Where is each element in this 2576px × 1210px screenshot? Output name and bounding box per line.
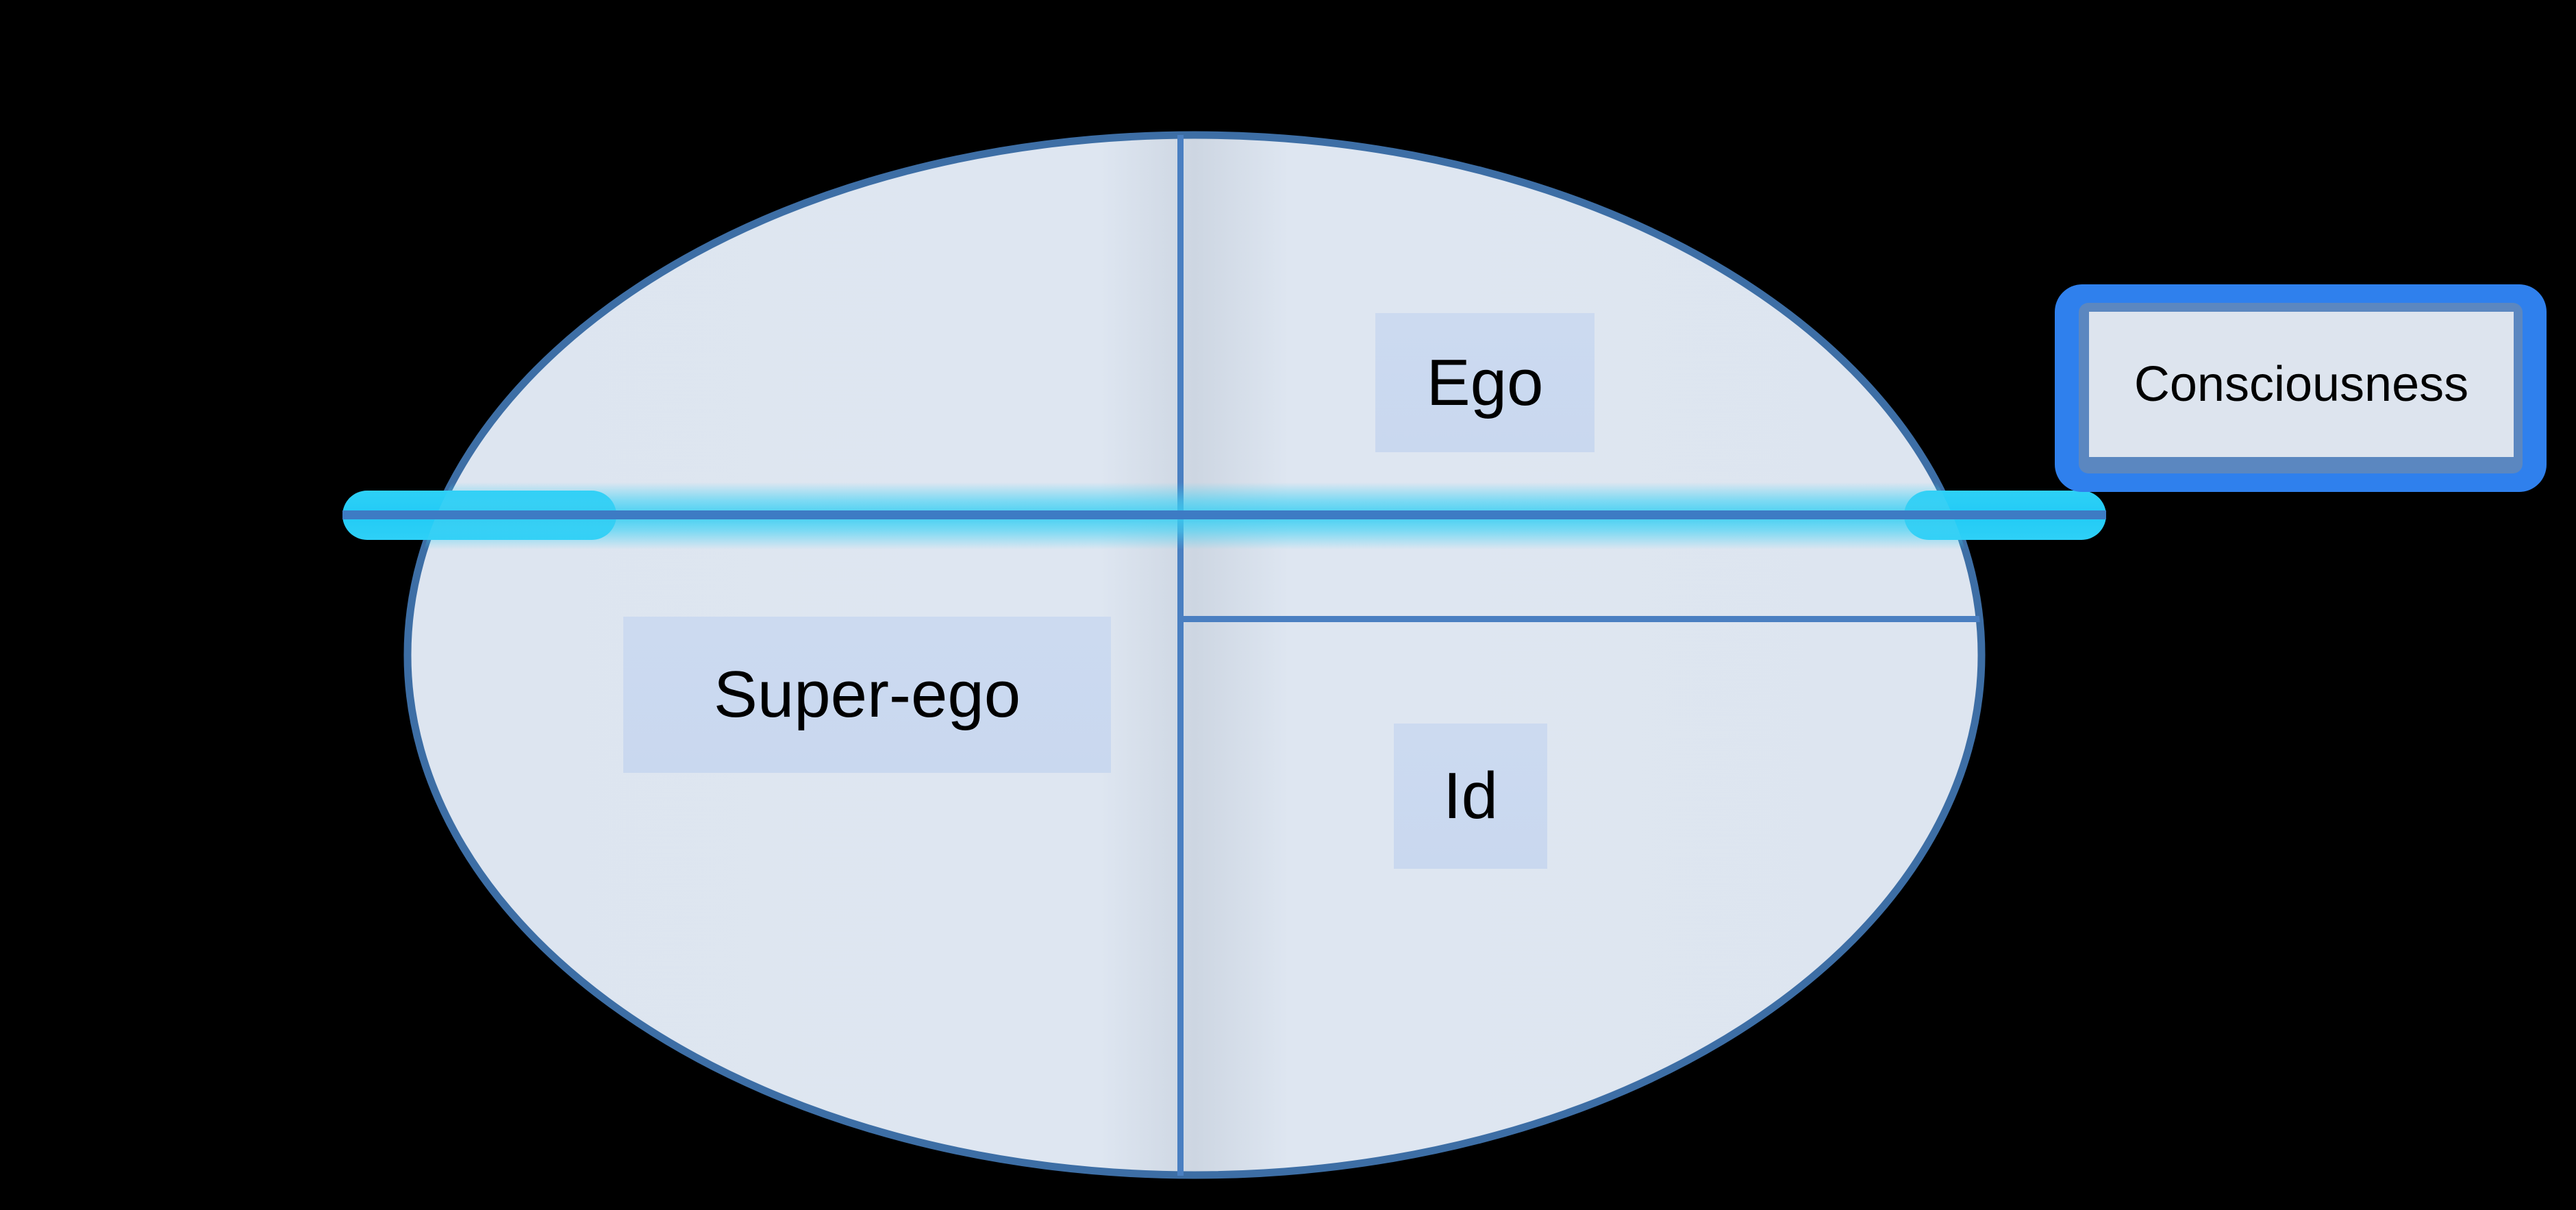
ego-label-plate [1375,313,1595,452]
consciousness-label: Consciousness [2134,357,2469,412]
consciousness-threshold-band [342,482,2106,550]
callout-fill [2089,312,2514,457]
id-label-plate [1394,724,1547,869]
id-label: Id [1442,759,1499,832]
superego-label: Super-ego [713,658,1021,731]
vertical-divider [1177,135,1184,1176]
consciousness-callout-box[interactable] [2055,284,2547,492]
horizontal-divider [1177,616,1981,622]
band-core-line [342,510,2106,519]
ego-label: Ego [1426,345,1544,419]
superego-label-plate [623,617,1111,773]
